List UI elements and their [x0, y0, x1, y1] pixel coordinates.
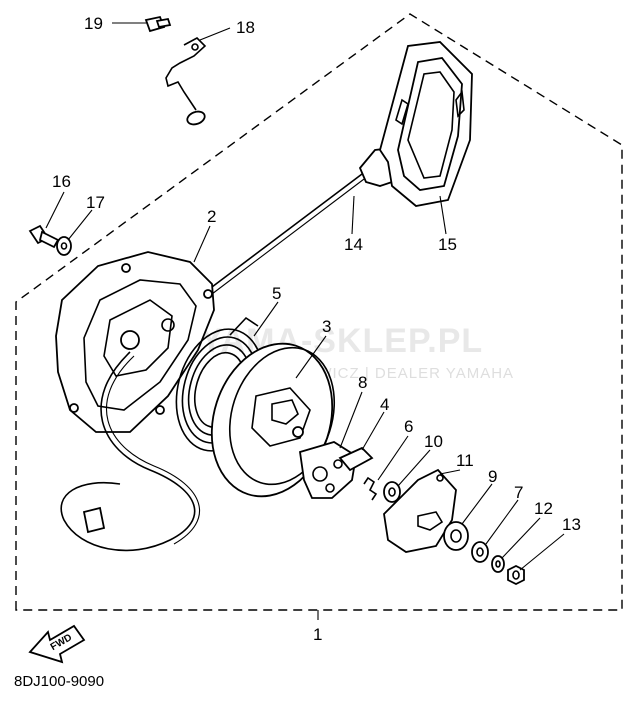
washer-7	[471, 541, 489, 563]
diagram-code: 8DJ100-9090	[14, 673, 104, 690]
callout-6: 6	[404, 417, 413, 436]
callout-9: 9	[488, 467, 497, 486]
spring-6	[363, 476, 378, 501]
callout-13: 13	[562, 515, 581, 534]
bolt-16	[28, 224, 60, 249]
spring-4	[338, 446, 374, 472]
callouts: 19 18 16 17 2 5 3 8 4 6 10 11 9 7 12 13 …	[52, 14, 581, 644]
washer-12	[491, 555, 505, 573]
callout-12: 12	[534, 499, 553, 518]
plate-11	[383, 468, 457, 553]
callout-14: 14	[344, 235, 363, 254]
callout-8: 8	[358, 373, 367, 392]
callout-2: 2	[207, 207, 216, 226]
leader-lines	[45, 22, 565, 620]
watermark-line1: YAMA-SKLEP.PL	[200, 322, 483, 360]
callout-7: 7	[514, 483, 523, 502]
nut-13	[507, 564, 525, 586]
callout-3: 3	[322, 317, 331, 336]
callout-11: 11	[456, 451, 474, 470]
callout-4: 4	[380, 395, 389, 414]
starter-case-2	[55, 251, 215, 433]
callout-19: 19	[84, 14, 103, 33]
starter-rope-14	[207, 167, 373, 295]
callout-17: 17	[86, 193, 105, 212]
starter-handle-15	[358, 41, 473, 207]
callout-5: 5	[272, 284, 281, 303]
callout-18: 18	[236, 18, 255, 37]
clip-18	[165, 37, 207, 126]
washer-10	[383, 481, 401, 503]
callout-10: 10	[424, 432, 443, 451]
callout-1: 1	[313, 625, 322, 644]
fwd-arrow-icon: FWD	[28, 624, 86, 664]
callout-15: 15	[438, 235, 457, 254]
ratchet-8	[298, 441, 357, 499]
callout-16: 16	[52, 172, 71, 191]
assembly-boundary	[15, 13, 623, 611]
washer-9	[443, 521, 469, 551]
washer-17	[56, 236, 72, 256]
bolt-19	[144, 15, 172, 33]
wire-loop	[60, 351, 201, 552]
